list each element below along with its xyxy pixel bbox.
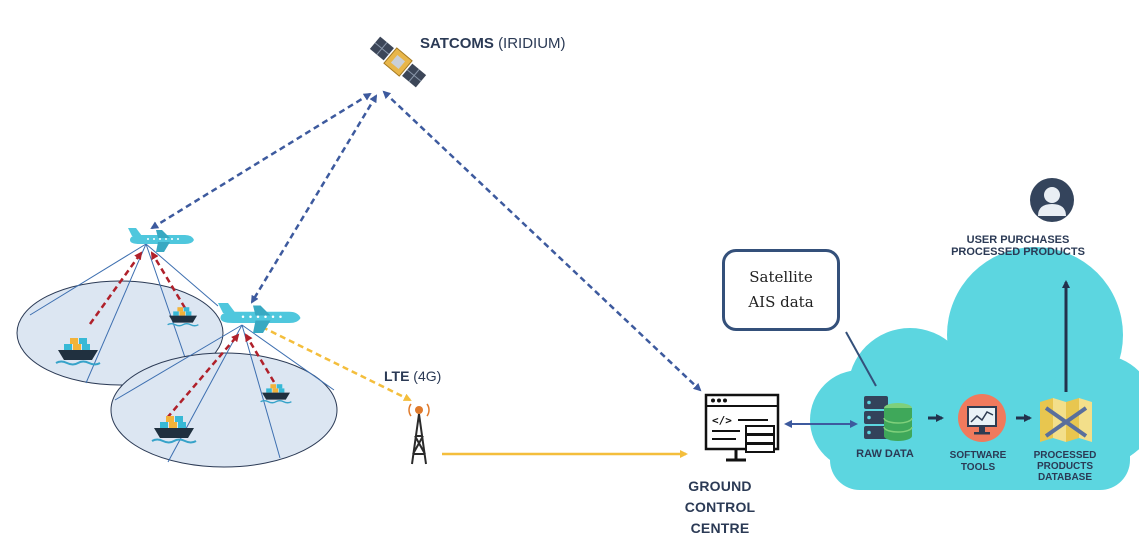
- ship-icon: [260, 384, 292, 404]
- svg-text:</>: </>: [712, 414, 732, 427]
- callout-text: Satellite AIS data: [748, 268, 814, 311]
- monitor-chart-icon: [958, 394, 1006, 442]
- lte-name: LTE: [384, 368, 410, 384]
- map-icon: [1040, 398, 1092, 442]
- callout-pointer: [845, 331, 877, 387]
- processing-cloud: [810, 247, 1139, 490]
- software-tools-label: SOFTWARE TOOLS: [949, 450, 1007, 473]
- lte-links: [261, 325, 688, 458]
- airplane-icon: [128, 228, 194, 252]
- user-icon: [1030, 178, 1074, 222]
- user-label: USER PURCHASES PROCESSED PRODUCTS: [951, 234, 1085, 258]
- ground-control-label: GROUND CONTROL CENTRE: [684, 478, 756, 536]
- raw-data-label: RAW DATA: [856, 448, 914, 460]
- satellite-links: [150, 90, 702, 392]
- ship-icon: [151, 416, 197, 444]
- cell-tower-icon: [408, 403, 430, 465]
- satcoms-label: SATCOMS (IRIDIUM): [420, 35, 566, 52]
- ship-icon: [167, 307, 199, 327]
- satellite-icon: [369, 36, 427, 88]
- satcoms-sub: (IRIDIUM): [498, 35, 566, 52]
- satcoms-name: SATCOMS: [420, 35, 494, 52]
- cloud-flow: [928, 280, 1070, 422]
- satellite-ais-callout: Satellite AIS data: [722, 249, 840, 331]
- ais-links: [88, 251, 276, 419]
- processed-db-label: PROCESSED PRODUCTS DATABASE: [1033, 450, 1097, 483]
- lte-sub: (4G): [413, 368, 442, 384]
- lte-label: LTE (4G): [384, 368, 441, 384]
- airplane-icon: [218, 303, 301, 333]
- ground-control-icon: </>: [704, 393, 780, 462]
- ship-icon: [55, 338, 101, 366]
- raw-data-icon: [864, 396, 913, 441]
